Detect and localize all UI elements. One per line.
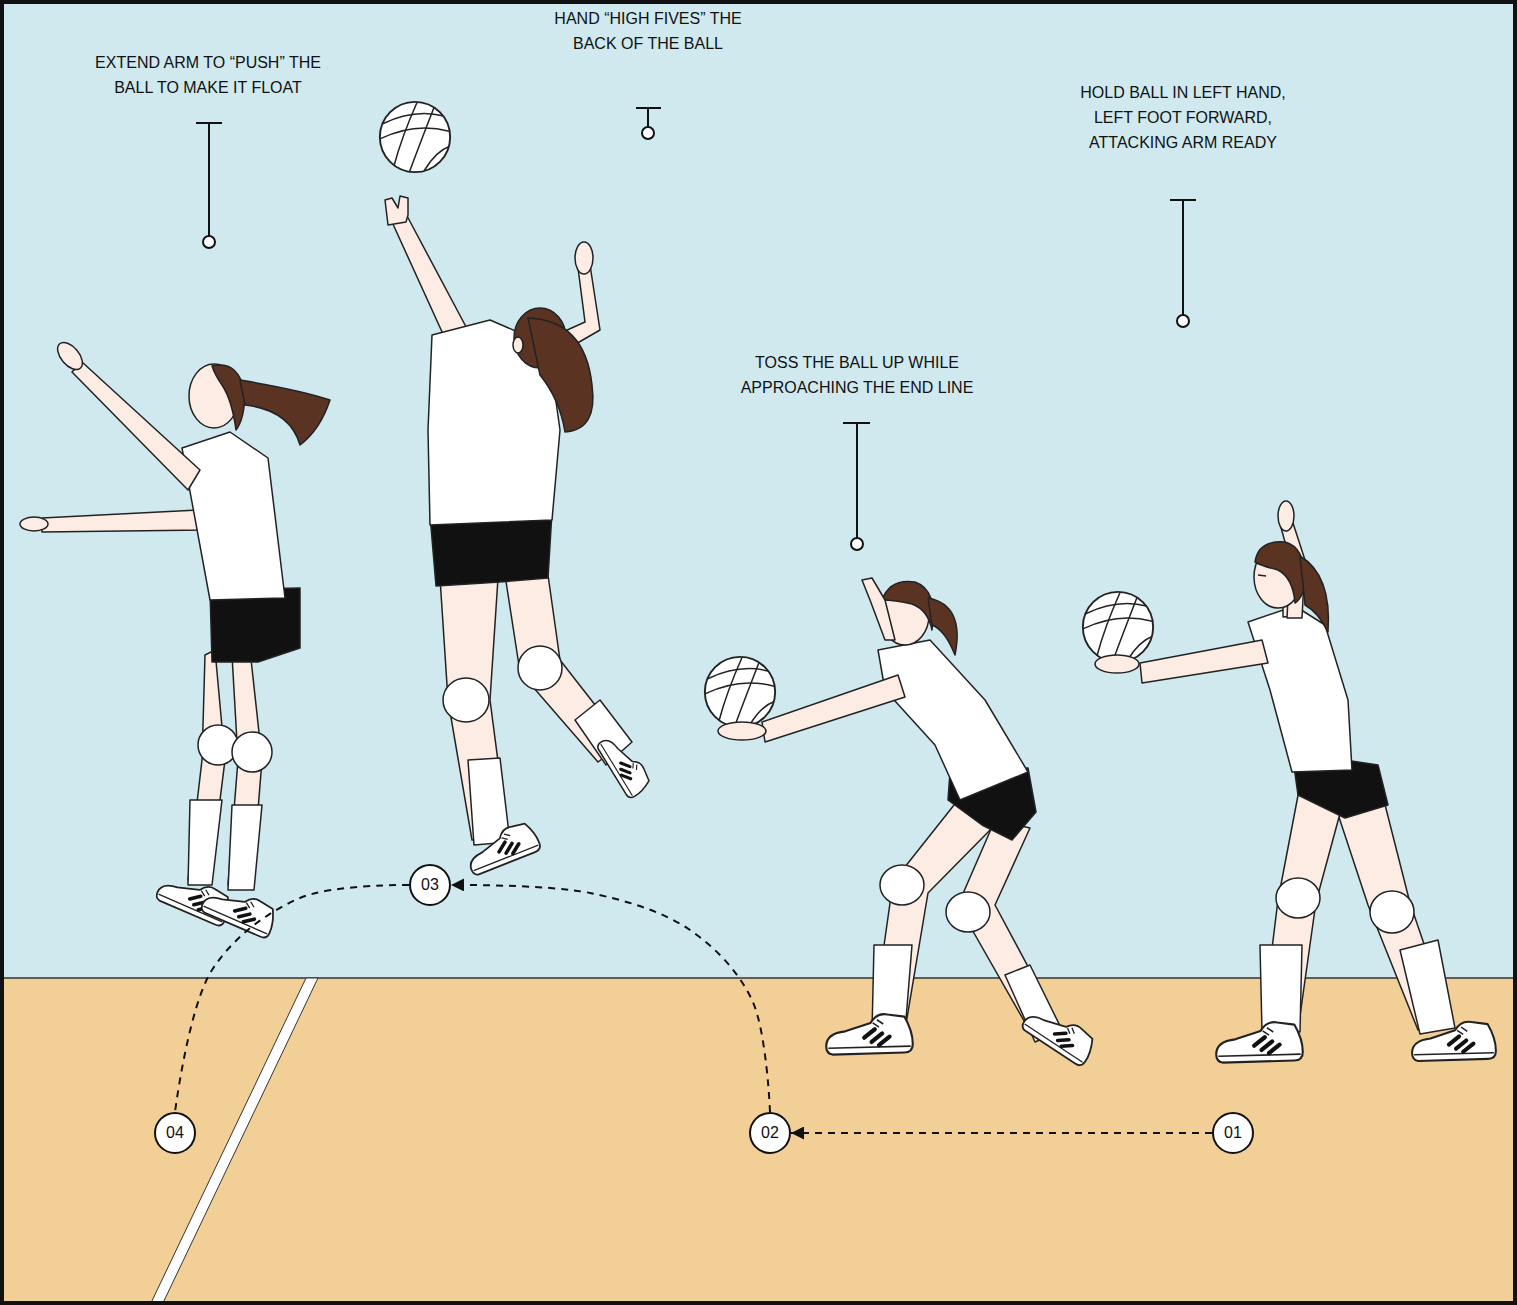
- player-ready: [1278, 501, 1294, 531]
- player-contact: [575, 242, 593, 274]
- player-follow-through: [182, 432, 285, 600]
- motion-path: [791, 1132, 1212, 1134]
- player-contact: [392, 214, 472, 345]
- player-toss: [880, 865, 924, 905]
- player-follow-through: [53, 338, 87, 374]
- callout-number: 02: [761, 1124, 779, 1142]
- leader-lines: [851, 538, 863, 550]
- player-follow-through: [232, 732, 272, 772]
- player-ready: [1255, 542, 1305, 603]
- callout-number: 04: [166, 1124, 184, 1142]
- player-follow-through: [72, 362, 200, 490]
- player-ready: [1258, 575, 1266, 576]
- player-ready: [1260, 945, 1302, 1032]
- step-circle: 04: [154, 1112, 196, 1154]
- player-ready: [1216, 1022, 1303, 1062]
- player-toss: [946, 892, 990, 932]
- court-background: [0, 978, 1517, 1305]
- step-circle: 02: [749, 1112, 791, 1154]
- player-contact: [380, 102, 654, 876]
- player-toss: [762, 675, 905, 742]
- player-ready: [1300, 556, 1328, 632]
- player-toss: [705, 578, 1100, 1069]
- player-toss: [718, 722, 766, 740]
- player-contact: [462, 819, 542, 876]
- player-contact: [385, 196, 408, 225]
- player-toss: [705, 657, 775, 727]
- player-follow-through: [188, 800, 222, 885]
- player-ready: [1400, 940, 1455, 1034]
- leader-lines: [1182, 200, 1184, 315]
- player-ready: [1083, 501, 1496, 1063]
- leader-lines: [196, 108, 1196, 550]
- player-toss: [862, 578, 895, 640]
- step-note: HAND “HIGH FIVES” THE BACK OF THE BALL: [551, 6, 746, 56]
- callout-number: 03: [421, 876, 439, 894]
- player-follow-through: [20, 338, 330, 941]
- player-ready: [1083, 592, 1153, 662]
- player-follow-through: [198, 725, 238, 765]
- motion-path: [175, 885, 409, 1112]
- player-ready: [1248, 606, 1352, 772]
- player-toss: [1020, 999, 1099, 1069]
- player-follow-through: [240, 380, 330, 445]
- player-ready: [1276, 878, 1320, 918]
- player-ready: [1140, 640, 1268, 683]
- player-follow-through: [200, 879, 280, 941]
- player-contact: [596, 730, 654, 800]
- player-toss: [928, 598, 957, 655]
- step-circle: 03: [409, 864, 451, 906]
- player-contact: [528, 318, 593, 432]
- step-note: TOSS THE BALL UP WHILE APPROACHING THE E…: [737, 350, 977, 400]
- player-ready: [1095, 655, 1139, 673]
- leader-lines: [642, 127, 654, 139]
- player-ready: [1370, 891, 1414, 933]
- step-circle: 01: [1212, 1112, 1254, 1154]
- leader-lines: [647, 108, 649, 127]
- court-background: [150, 978, 318, 1305]
- player-toss: [826, 1014, 913, 1054]
- player-toss: [878, 640, 1028, 800]
- court-background: [0, 0, 1517, 978]
- leader-lines: [1177, 315, 1189, 327]
- player-follow-through: [212, 365, 245, 430]
- motion-path: [451, 885, 770, 1112]
- player-ready: [1412, 1022, 1496, 1061]
- step-note: EXTEND ARM TO “PUSH” THE BALL TO MAKE IT…: [91, 50, 326, 100]
- player-contact: [443, 678, 489, 722]
- player-follow-through: [42, 510, 205, 532]
- player-follow-through: [20, 517, 48, 531]
- leader-lines: [856, 423, 858, 538]
- player-contact: [518, 646, 562, 690]
- callout-number: 01: [1224, 1124, 1242, 1142]
- leader-lines: [208, 123, 210, 236]
- leader-lines: [203, 236, 215, 248]
- player-contact: [380, 102, 450, 172]
- player-follow-through: [228, 805, 262, 890]
- player-contact: [513, 337, 523, 353]
- step-note: HOLD BALL IN LEFT HAND, LEFT FOOT FORWAR…: [1076, 80, 1291, 155]
